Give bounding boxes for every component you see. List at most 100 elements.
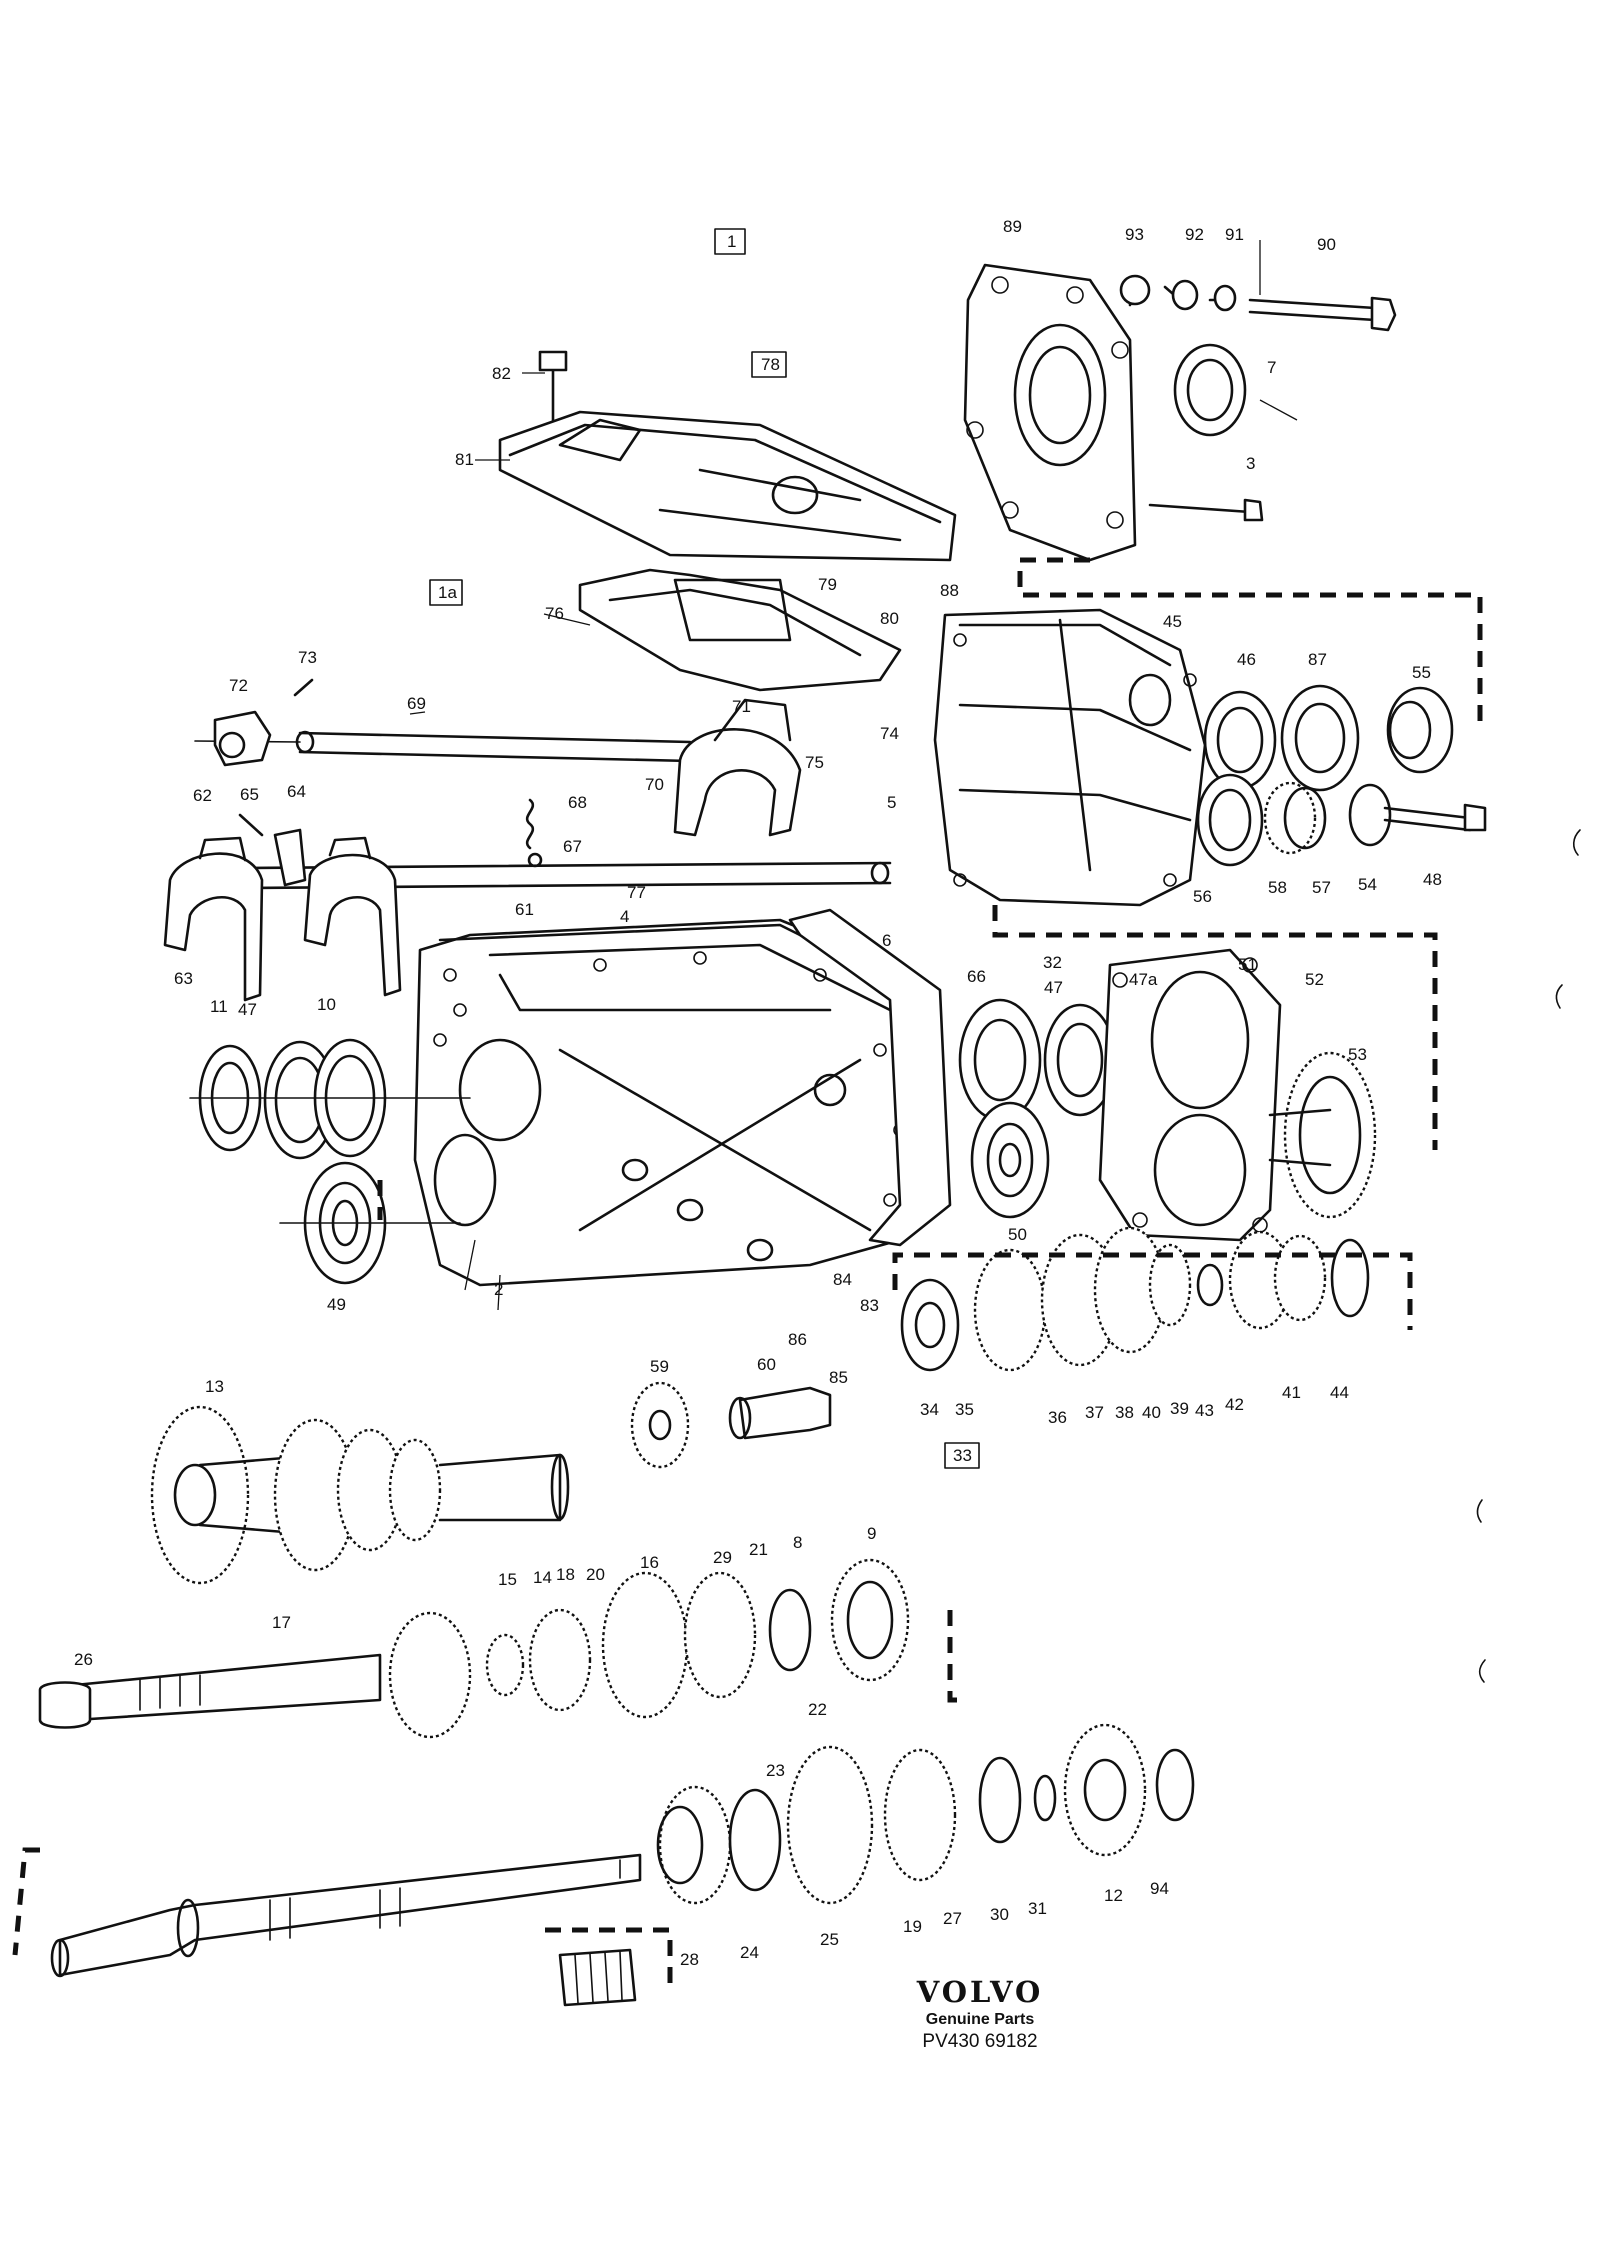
callout-17: 22 <box>808 1700 827 1719</box>
bearing-55-56 <box>1196 773 1487 867</box>
callout-28: 25 <box>820 1930 839 1949</box>
callout-88: 45 <box>1163 612 1182 631</box>
leader-lines <box>409 240 1298 1311</box>
callout-65: 65 <box>240 785 259 804</box>
callout-55: 56 <box>1193 887 1212 906</box>
mainshaft-gears <box>485 1558 910 1719</box>
top-cover <box>498 350 957 562</box>
bearing-10-group <box>189 1038 471 1160</box>
callout-60: 60 <box>757 1355 776 1374</box>
bearing-32 <box>958 998 1158 1122</box>
callout-boxes <box>429 228 980 1469</box>
callout-63: 63 <box>174 969 193 988</box>
callout-43: 43 <box>1195 1401 1214 1420</box>
callout-41: 41 <box>1282 1383 1301 1402</box>
callout-29: 8 <box>793 1533 802 1552</box>
callout-32: 32 <box>1043 953 1062 972</box>
extension-housing <box>933 608 1207 907</box>
callout-9: 26 <box>74 1650 93 1669</box>
callout-8: 17 <box>272 1613 291 1632</box>
callout-74: 74 <box>880 724 899 743</box>
callout-92: 92 <box>1185 225 1204 244</box>
dashed-grouping <box>12 557 1483 1990</box>
callout-19: 30 <box>990 1905 1009 1924</box>
callout-16: 29 <box>713 1548 732 1567</box>
callout-15: 14 <box>533 1568 552 1587</box>
callout-48: 13 <box>205 1377 224 1396</box>
callout-56: 58 <box>1268 878 1287 897</box>
callout-50: 50 <box>1008 1225 1027 1244</box>
needle-bearing-94 <box>558 1948 637 2007</box>
gear-53 <box>1268 1051 1377 1219</box>
callout-67: 67 <box>563 837 582 856</box>
callout-44: 44 <box>1330 1383 1349 1402</box>
callout-71: 71 <box>732 697 751 716</box>
callout-5: 5 <box>887 793 896 812</box>
cover-gasket <box>578 568 902 692</box>
callout-47-b: 47 <box>1044 978 1063 997</box>
callout-51: 51 <box>1238 955 1257 974</box>
callout-91: 90 <box>1317 235 1336 254</box>
bearing-50 <box>970 1101 1050 1219</box>
callout-20: 16 <box>640 1553 659 1572</box>
callout-46: 87 <box>1308 650 1327 669</box>
synchro-assembly-33 <box>900 1226 1370 1372</box>
margin-marks <box>1476 829 1581 1683</box>
callout-7: 3 <box>1246 454 1255 473</box>
callout-26-a: 23 <box>766 1761 785 1780</box>
callout-53: 53 <box>1348 1045 1367 1064</box>
callout-38: 38 <box>1115 1403 1134 1422</box>
reverse-gear-59-60 <box>630 1381 832 1469</box>
diagram-code: PV430 69182 <box>922 2031 1038 2052</box>
callout-25: 27 <box>943 1909 962 1928</box>
callout-45: 46 <box>1237 650 1256 669</box>
callout-30: 12 <box>1104 1886 1123 1905</box>
callout-21: 9 <box>867 1524 876 1543</box>
callout-61: 61 <box>515 900 534 919</box>
callout-27: 31 <box>1028 1899 1047 1918</box>
mainshaft-8 <box>38 1611 472 1739</box>
callout-24: 19 <box>903 1917 922 1936</box>
callout-62: 62 <box>193 786 212 805</box>
callout-23: 24 <box>740 1943 759 1962</box>
callout-72: 72 <box>229 676 248 695</box>
bearing-49 <box>279 1161 461 1285</box>
shift-fork-62-right <box>303 836 402 997</box>
intermediate-plate-51 <box>1098 948 1282 1242</box>
callout-13: 15 <box>498 1570 517 1589</box>
callout-49: 49 <box>327 1295 346 1314</box>
output-shaft-12 <box>50 1723 1195 1978</box>
volvo-brand-block: VOLVO Genuine Parts PV430 69182 <box>900 1975 1060 2053</box>
callout-47a: 47a <box>1129 970 1158 989</box>
callout-73: 73 <box>298 648 317 667</box>
callout-89: 89 <box>1003 217 1022 236</box>
volvo-logo: VOLVO <box>916 1975 1044 2009</box>
callout-75: 75 <box>805 753 824 772</box>
callout-93-b: 91 <box>1225 225 1244 244</box>
callout-39: 39 <box>1170 1399 1189 1418</box>
callout-33: 33 <box>953 1446 972 1465</box>
callout-93: 93 <box>1125 225 1144 244</box>
callout-76: 76 <box>545 604 564 623</box>
seal-90 <box>1173 343 1247 437</box>
interlock-64-65 <box>238 813 307 887</box>
rear-cover-89 <box>963 263 1137 562</box>
callout-86: 86 <box>788 1330 807 1349</box>
callout-35: 35 <box>955 1400 974 1419</box>
housing-gasket-6 <box>788 908 952 1247</box>
callout-labels: 1 1a 78 82 81 79 80 76 73 72 69 71 75 74… <box>74 217 1442 1969</box>
callout-10: 10 <box>317 995 336 1014</box>
selector-rail-69 <box>194 678 692 767</box>
callout-90: 7 <box>1267 358 1276 377</box>
callout-14: 18 <box>556 1565 575 1584</box>
callout-68: 68 <box>568 793 587 812</box>
callout-4: 4 <box>620 907 629 926</box>
callout-47: 47 <box>238 1000 257 1019</box>
callout-84: 84 <box>833 1270 852 1289</box>
callout-1: 1 <box>727 232 736 251</box>
callout-83: 83 <box>860 1296 879 1315</box>
callout-36: 36 <box>1048 1408 1067 1427</box>
callout-78: 78 <box>761 355 780 374</box>
brand-subtitle: Genuine Parts <box>925 2011 1035 2028</box>
